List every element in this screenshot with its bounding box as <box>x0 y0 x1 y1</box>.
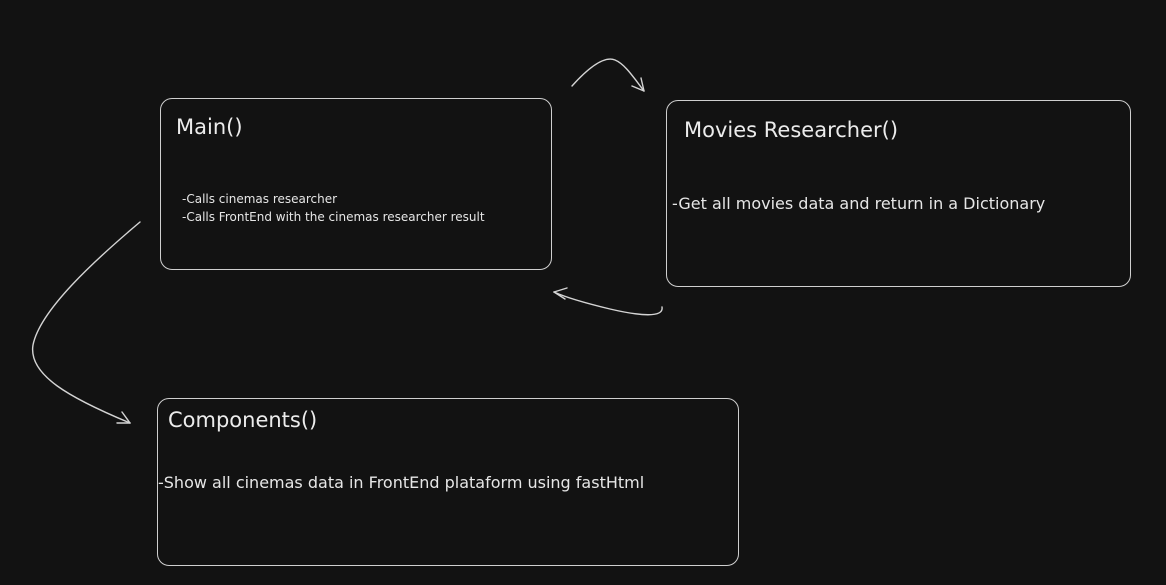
arrow-movies-researcher-to-main <box>553 287 663 316</box>
main-node-line-2: -Calls FrontEnd with the cinemas researc… <box>182 210 485 224</box>
components-node <box>157 398 739 566</box>
components-node-description: -Show all cinemas data in FrontEnd plata… <box>158 473 645 492</box>
arrow-main-to-components <box>32 221 141 424</box>
main-node-line-1: -Calls cinemas researcher <box>182 192 338 206</box>
main-node <box>160 98 552 270</box>
movies-researcher-node <box>666 100 1131 287</box>
components-node-title: Components() <box>168 408 318 432</box>
movies-researcher-node-title: Movies Researcher() <box>684 118 899 142</box>
arrow-main-to-movies-researcher <box>571 58 645 92</box>
movies-researcher-node-description: -Get all movies data and return in a Dic… <box>672 194 1046 213</box>
main-node-title: Main() <box>176 115 243 139</box>
